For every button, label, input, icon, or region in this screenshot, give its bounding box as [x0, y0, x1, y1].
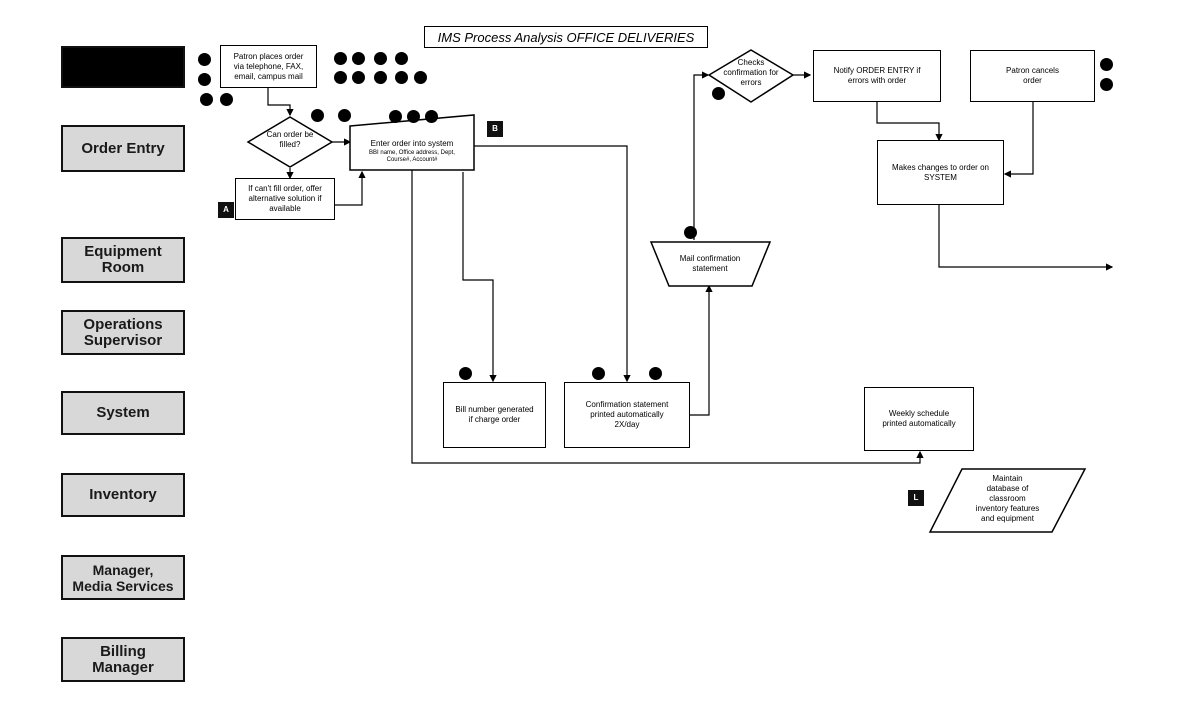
- marker-a: A: [218, 202, 234, 218]
- step-circle: [198, 53, 211, 66]
- node-notify-order-entry: Notify ORDER ENTRY if errors with order: [813, 50, 941, 102]
- step-circle: [352, 71, 365, 84]
- node-patron-cancels: Patron cancels order: [970, 50, 1095, 102]
- lane-operations-supervisor: Operations Supervisor: [61, 310, 185, 355]
- step-circle: [395, 52, 408, 65]
- page-title: IMS Process Analysis OFFICE DELIVERIES: [424, 26, 708, 48]
- step-circle: [459, 367, 472, 380]
- step-circle: [334, 71, 347, 84]
- decision-checks-confirmation-shape: [707, 49, 795, 103]
- step-circle: [684, 226, 697, 239]
- step-circle: [374, 71, 387, 84]
- node-mail-confirmation: Mail confirmation statement: [679, 254, 741, 273]
- step-circle: [414, 71, 427, 84]
- step-circle: [389, 110, 402, 123]
- node-maintain-database: Maintain database of classroom inventory…: [975, 474, 1040, 523]
- step-circle: [395, 71, 408, 84]
- lane-header-blank: [61, 46, 185, 88]
- lane-inventory: Inventory: [61, 473, 185, 517]
- node-weekly-schedule: Weekly schedule printed automatically: [864, 387, 974, 451]
- step-circle: [592, 367, 605, 380]
- lane-label: Equipment Room: [84, 243, 162, 276]
- line-cancel-to-changes: [1003, 102, 1034, 178]
- step-circle: [407, 110, 420, 123]
- marker-b: B: [487, 121, 503, 137]
- step-circle: [352, 52, 365, 65]
- line-notify-to-changes: [876, 102, 943, 142]
- decision-can-order-be-filled-shape: [246, 116, 334, 168]
- lane-label: Billing Manager: [92, 642, 154, 676]
- line-mail-to-checks: [693, 71, 710, 240]
- step-circle: [712, 87, 725, 100]
- node-can-order-be-filled: Can order be filled?: [266, 130, 314, 149]
- line-cantfill-to-enter: [335, 170, 366, 206]
- node-enter-order-subtitle: BBI name, Office address, Dept, Course#,…: [369, 150, 455, 163]
- lane-system: System: [61, 391, 185, 435]
- step-circle: [338, 109, 351, 122]
- marker-l: L: [908, 490, 924, 506]
- step-circle: [198, 73, 211, 86]
- node-patron-places-order: Patron places order via telephone, FAX, …: [220, 45, 317, 88]
- lane-manager-media-services: Manager, Media Services: [61, 555, 185, 600]
- line-confirm-to-mail: [690, 284, 713, 416]
- step-circle: [1100, 78, 1113, 91]
- step-circle: [220, 93, 233, 106]
- lane-billing-manager: Billing Manager: [61, 637, 185, 682]
- parallelogram-maintain-database-shape: [928, 468, 1087, 533]
- lane-label: Operations Supervisor: [83, 315, 163, 349]
- step-circle: [1100, 58, 1113, 71]
- node-bill-number: Bill number generated if charge order: [443, 382, 546, 448]
- lane-equipment-room: Equipment Room: [61, 237, 185, 283]
- line-enter-to-bill: [462, 172, 497, 383]
- step-circle: [311, 109, 324, 122]
- node-checks-confirmation: Checks confirmation for errors: [723, 58, 779, 87]
- node-cant-fill-order: If can't fill order, offer alternative s…: [235, 178, 335, 220]
- step-circle: [374, 52, 387, 65]
- line-patron-to-decision: [267, 88, 294, 117]
- trapezoid-mail-confirmation-shape: [649, 241, 772, 287]
- lane-label: Inventory: [89, 486, 157, 503]
- step-circle: [200, 93, 213, 106]
- line-enter-to-confirm: [474, 145, 631, 383]
- step-circle: [334, 52, 347, 65]
- step-circle: [425, 110, 438, 123]
- lane-order-entry: Order Entry: [61, 125, 185, 172]
- line-enter-to-weekly: [411, 160, 924, 464]
- lane-label: Order Entry: [81, 139, 165, 157]
- lane-label: Manager, Media Services: [72, 561, 174, 594]
- node-enter-order: Enter order into system: [370, 139, 454, 148]
- step-circle: [649, 367, 662, 380]
- line-changes-out: [938, 205, 1114, 271]
- lane-label: System: [96, 404, 150, 421]
- node-makes-changes: Makes changes to order on SYSTEM: [877, 140, 1004, 205]
- node-confirmation-printed: Confirmation statement printed automatic…: [564, 382, 690, 448]
